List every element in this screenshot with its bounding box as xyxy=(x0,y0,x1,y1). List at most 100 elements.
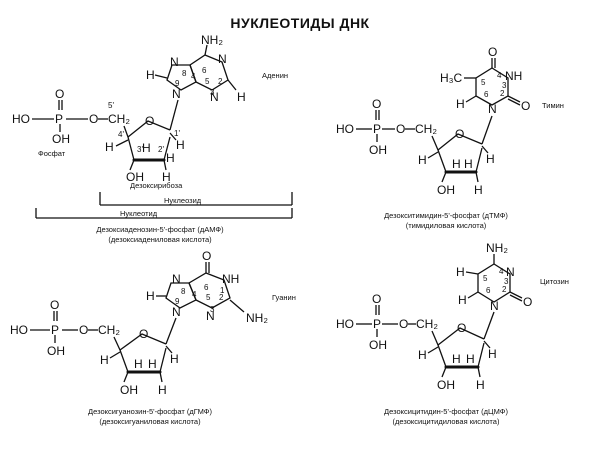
phosphate-label: Фосфат xyxy=(38,149,66,158)
dtmp-ester-o: O xyxy=(396,122,405,136)
dtmp-num-4: 4 xyxy=(497,71,502,80)
dtmp-h1: H xyxy=(486,152,495,166)
dcmp-h5: H xyxy=(456,265,465,279)
dtmp-n1: N xyxy=(488,102,497,116)
dtmp-name: Дезокситимидин-5'-фосфат (дТМФ) xyxy=(384,211,508,220)
prime-2: 2' xyxy=(158,145,164,154)
damp-n7: N xyxy=(170,55,179,69)
dtmp-h3: H xyxy=(452,157,461,171)
dcmp-ester-o: O xyxy=(399,317,408,331)
damp-oh-label: OH xyxy=(52,132,70,146)
dcmp-h3: H xyxy=(452,352,461,366)
nucleotide-label: Нуклеотид xyxy=(120,209,158,218)
damp-h2b: H xyxy=(166,151,175,165)
dtmp-oh-label: OH xyxy=(369,143,387,157)
dgmp-ch2: CH₂ xyxy=(98,323,120,337)
num-8: 8 xyxy=(182,69,187,78)
dcmp-name-sub: (дезоксицитидиловая кислота) xyxy=(393,417,500,426)
guanine-label: Гуанин xyxy=(272,293,296,302)
dgmp-name: Дезоксигуанозин-5'-фосфат (дГМФ) xyxy=(88,407,213,416)
dgmp-num-8: 8 xyxy=(181,287,186,296)
dgmp-structure: HO P O OH O CH₂ O H H OH H H H N N H xyxy=(10,249,296,397)
dgmp-num-5: 5 xyxy=(206,293,211,302)
dtmp-num-6: 6 xyxy=(484,90,489,99)
dcmp-num-6: 6 xyxy=(486,286,491,295)
prime-1: 1' xyxy=(174,129,180,138)
dcmp-phosphorus: P xyxy=(373,317,381,331)
dgmp-ester-o: O xyxy=(79,323,88,337)
dcmp-oh-label: OH xyxy=(369,338,387,352)
damp-ester-o: O xyxy=(89,112,98,126)
dcmp-structure: HO P O OH O CH₂ O H H OH H H H N NH₂ N xyxy=(336,241,569,392)
damp-h1: H xyxy=(176,138,185,152)
dtmp-o2: O xyxy=(521,99,530,113)
damp-n3: N xyxy=(210,90,219,104)
nucleoside-label: Нуклеозид xyxy=(164,196,202,205)
dcmp-num-4: 4 xyxy=(499,267,504,276)
dtmp-structure: HO P O OH O CH₂ O H H OH H H H N O NH xyxy=(336,45,564,197)
num-3: 3 xyxy=(210,88,215,97)
cytosine-label: Цитозин xyxy=(540,277,569,286)
dgmp-h3: H xyxy=(134,357,143,371)
num-6: 6 xyxy=(202,66,207,75)
damp-double-o: O xyxy=(55,87,64,101)
dcmp-double-o: O xyxy=(372,292,381,306)
dcmp-oh3: OH xyxy=(437,378,455,392)
dcmp-num-3: 3 xyxy=(504,277,509,286)
page-title: НУКЛЕОТИДЫ ДНК xyxy=(230,15,369,31)
num-9: 9 xyxy=(175,79,180,88)
dgmp-h1: H xyxy=(170,352,179,366)
dgmp-h8: H xyxy=(146,289,155,303)
dgmp-n7: N xyxy=(172,272,181,286)
dgmp-num-2: 2 xyxy=(219,293,224,302)
damp-n1: N xyxy=(218,52,227,66)
damp-phosphorus: P xyxy=(55,112,63,126)
dcmp-num-2: 2 xyxy=(502,285,507,294)
dtmp-h2b: H xyxy=(464,157,473,171)
dgmp-nh2: NH₂ xyxy=(246,311,268,325)
dgmp-num-6: 6 xyxy=(204,283,209,292)
dtmp-methyl: H₃C xyxy=(440,71,463,85)
dgmp-num-3: 3 xyxy=(210,305,215,314)
dgmp-num-9: 9 xyxy=(175,297,180,306)
damp-name-sub: (дезоксиадениловая кислота) xyxy=(108,235,212,244)
nucleotide-bracket xyxy=(35,208,293,219)
dtmp-ho-label: HO xyxy=(336,122,354,136)
dgmp-oh3: OH xyxy=(120,383,138,397)
dgmp-o6: O xyxy=(202,249,211,263)
dtmp-num-3: 3 xyxy=(502,81,507,90)
dtmp-ring-o: O xyxy=(455,127,464,141)
dcmp-num-5: 5 xyxy=(483,274,488,283)
dtmp-h4: H xyxy=(418,153,427,167)
dcmp-n1: N xyxy=(490,299,499,313)
dtmp-ch2: CH₂ xyxy=(415,122,437,136)
dgmp-ho-label: HO xyxy=(10,323,28,337)
dtmp-nh: NH xyxy=(505,69,522,83)
damp-name: Дезоксиаденозин-5'-фосфат (дАМФ) xyxy=(96,225,224,234)
dgmp-oh-label: OH xyxy=(47,344,65,358)
dgmp-double-o: O xyxy=(50,298,59,312)
dgmp-phosphorus: P xyxy=(51,323,59,337)
damp-h8: H xyxy=(146,68,155,82)
dgmp-h4: H xyxy=(100,353,109,367)
dgmp-n3: N xyxy=(206,309,215,323)
dcmp-ring-o: O xyxy=(457,321,466,335)
dcmp-nh2: NH₂ xyxy=(486,241,508,255)
num-4: 4 xyxy=(191,72,196,81)
damp-ring-o: O xyxy=(145,114,154,128)
dgmp-ring-o: O xyxy=(139,327,148,341)
damp-h2: H xyxy=(162,170,171,184)
dcmp-h2b: H xyxy=(466,352,475,366)
sugar-label: Дезоксирибоза xyxy=(130,181,183,190)
damp-n9: N xyxy=(172,87,181,101)
dcmp-ho-label: HO xyxy=(336,317,354,331)
damp-ch2: CH₂ xyxy=(108,112,130,126)
nucleoside-bracket xyxy=(99,192,293,206)
prime-3: 3' xyxy=(137,145,143,154)
dcmp-h1: H xyxy=(488,347,497,361)
dgmp-n9: N xyxy=(172,305,181,319)
dcmp-ch2: CH₂ xyxy=(416,317,438,331)
dgmp-num-1: 1 xyxy=(220,286,225,295)
dtmp-num-2: 2 xyxy=(500,89,505,98)
